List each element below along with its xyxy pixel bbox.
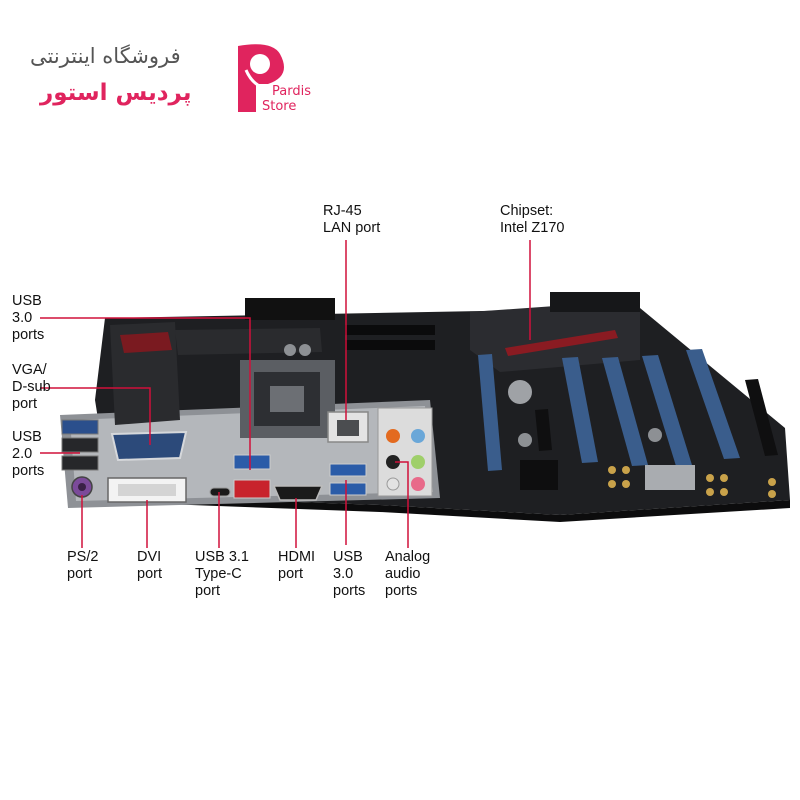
usb30-port (329, 482, 367, 496)
capacitor (299, 344, 311, 356)
pardis-logo-icon (238, 44, 284, 113)
usb31-port-red (233, 479, 271, 499)
usb20-port (61, 437, 99, 453)
leader-lines (40, 240, 531, 548)
vrm-heatsink-left-red (120, 332, 172, 353)
usb30-port-top-left (61, 419, 99, 435)
gold-cap (608, 480, 616, 488)
gold-cap (720, 488, 728, 496)
motherboard (60, 292, 790, 522)
audio-jack-pink-left (386, 477, 400, 491)
gold-cap (622, 466, 630, 474)
gold-cap (720, 474, 728, 482)
chip (520, 460, 558, 490)
gold-cap (622, 480, 630, 488)
store-name-line1: فروشگاه اینترنتی (30, 44, 181, 68)
chipset-heatsink-top (550, 292, 640, 312)
usb-typec-port (209, 487, 231, 497)
logo-text-pardis: Pardis (272, 84, 311, 99)
pcie-slot (602, 357, 648, 466)
pcie-slot (642, 355, 692, 466)
label-usb30-ports-bottom: USB 3.0 ports (333, 549, 366, 599)
audio-jack-orange (386, 429, 400, 443)
label-chipset: Chipset: Intel Z170 (500, 203, 565, 236)
heatsink-silver (645, 465, 695, 490)
audio-jack-green (411, 455, 425, 469)
pcie-slot-small (535, 409, 552, 451)
pcie-slot (686, 349, 740, 459)
gold-cap (608, 466, 616, 474)
label-rj45-lan-port: RJ-45 LAN port (323, 203, 381, 236)
usb20-port (61, 455, 99, 471)
label-analog-audio-ports: Analog audio ports (385, 549, 431, 599)
rj45-port-hole (337, 420, 359, 436)
label-dvi-port: DVI port (137, 549, 162, 582)
leader-usb30-top (40, 317, 251, 470)
gold-cap (706, 488, 714, 496)
pcie-slot-small (745, 379, 778, 456)
usb30-port (329, 463, 367, 477)
power-connector (245, 298, 335, 320)
dimm-slot (345, 340, 435, 350)
cpu-socket-center (270, 386, 304, 412)
dvi-port-inner (118, 484, 176, 496)
label-ps2-port: PS/2 port (67, 549, 99, 582)
label-usb30-ports-top: USB 3.0 ports (12, 293, 45, 343)
audio-jack-pink (411, 477, 425, 491)
gold-cap (706, 474, 714, 482)
label-usb31-typec-port: USB 3.1 Type-C port (195, 549, 249, 599)
capacitor (648, 428, 662, 442)
logo-text-store: Store (262, 99, 297, 114)
leader-vga (40, 387, 151, 445)
chipset-red-stripe (505, 330, 618, 356)
audio-jack-black (386, 455, 400, 469)
vga-port (110, 430, 188, 462)
pcie-slot (478, 354, 502, 471)
dimm-slot (345, 325, 435, 335)
leader-audio (395, 461, 409, 548)
capacitor (518, 433, 532, 447)
label-usb20-ports: USB 2.0 ports (12, 429, 45, 479)
ps2-port-pin (78, 483, 86, 491)
label-hdmi-port: HDMI port (278, 549, 316, 582)
usb30-port (233, 454, 271, 470)
pcie-slot (562, 357, 598, 463)
gold-cap (768, 490, 776, 498)
battery (508, 380, 532, 404)
hdmi-port (272, 485, 324, 501)
gold-cap (768, 478, 776, 486)
label-vga-dsub-port: VGA/ D-sub port (12, 362, 51, 412)
capacitor (284, 344, 296, 356)
audio-jack-blue (411, 429, 425, 443)
store-name-line2: پردیس استور (40, 80, 192, 106)
rj45-port (327, 411, 369, 443)
